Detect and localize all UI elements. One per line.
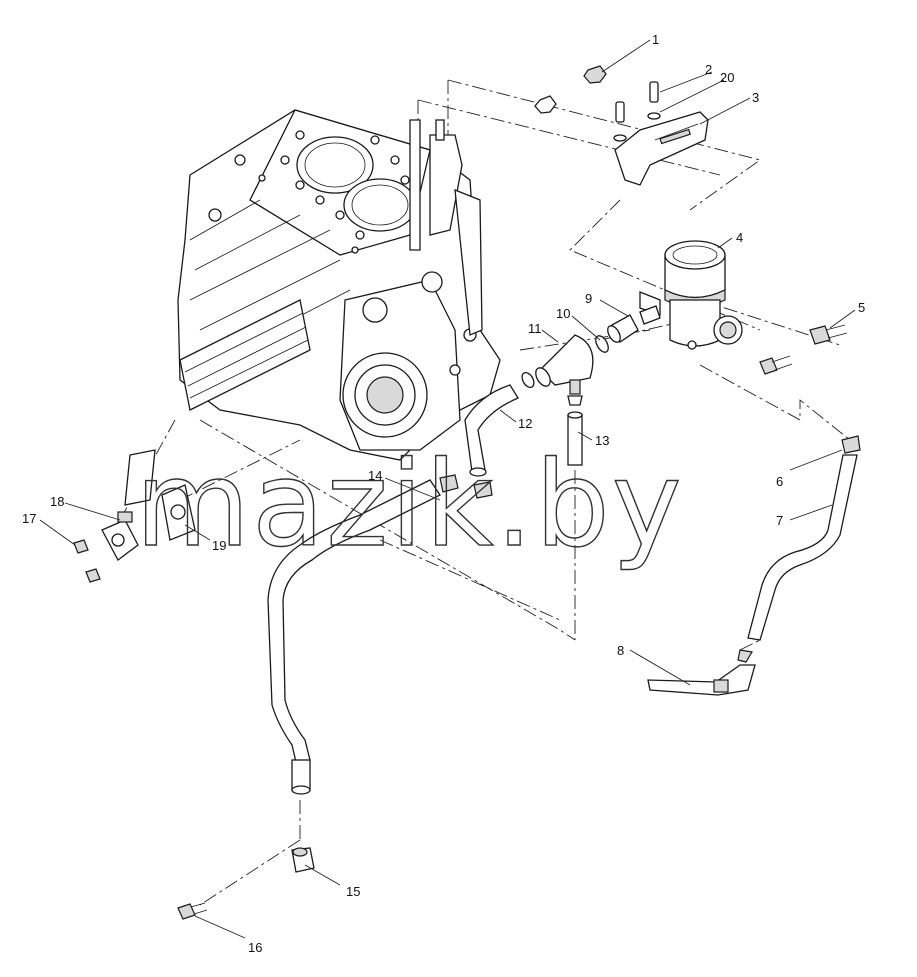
bolt-part-16 [177, 902, 208, 920]
callout-12: 12 [518, 416, 532, 431]
callout-labels: 1 2 20 3 4 5 6 7 8 9 10 11 12 13 14 15 1… [22, 32, 865, 955]
callout-7: 7 [776, 513, 783, 528]
callout-8: 8 [617, 643, 624, 658]
nut-part-1 [534, 65, 607, 114]
bolt-part-5 [759, 324, 848, 375]
leader-lines [39, 39, 856, 939]
hose-part-14 [267, 474, 493, 795]
callout-6: 6 [776, 474, 783, 489]
callout-5: 5 [858, 300, 865, 315]
separator-part-11 [535, 334, 594, 406]
stud-part-2 [613, 81, 661, 142]
callout-3: 3 [752, 90, 759, 105]
callout-16: 16 [248, 940, 262, 955]
flange-assembly-17-19 [73, 449, 196, 583]
callout-4: 4 [736, 230, 743, 245]
breather-part-4 [639, 240, 743, 350]
pipe-part-8 [647, 649, 756, 696]
bracket-part-3 [614, 111, 709, 186]
callout-2: 2 [705, 62, 712, 77]
callout-20: 20 [720, 70, 734, 85]
callout-13: 13 [595, 433, 609, 448]
callout-10: 10 [556, 306, 570, 321]
hose-part-7 [747, 454, 858, 641]
callout-18: 18 [50, 494, 64, 509]
hose-part-12 [464, 371, 535, 477]
clamp-part-10 [595, 335, 609, 353]
engine-block [177, 109, 501, 461]
clamp-part-6 [841, 435, 861, 454]
watermark: mazik.by [135, 435, 684, 573]
callout-14: 14 [368, 468, 382, 483]
callout-11: 11 [528, 321, 542, 336]
callout-1: 1 [652, 32, 659, 47]
tube-part-13 [567, 411, 583, 466]
callout-19: 19 [212, 538, 226, 553]
callout-15: 15 [346, 884, 360, 899]
clip-part-15 [291, 847, 315, 873]
callout-17: 17 [22, 511, 36, 526]
hose-part-9 [607, 305, 661, 343]
callout-9: 9 [585, 291, 592, 306]
